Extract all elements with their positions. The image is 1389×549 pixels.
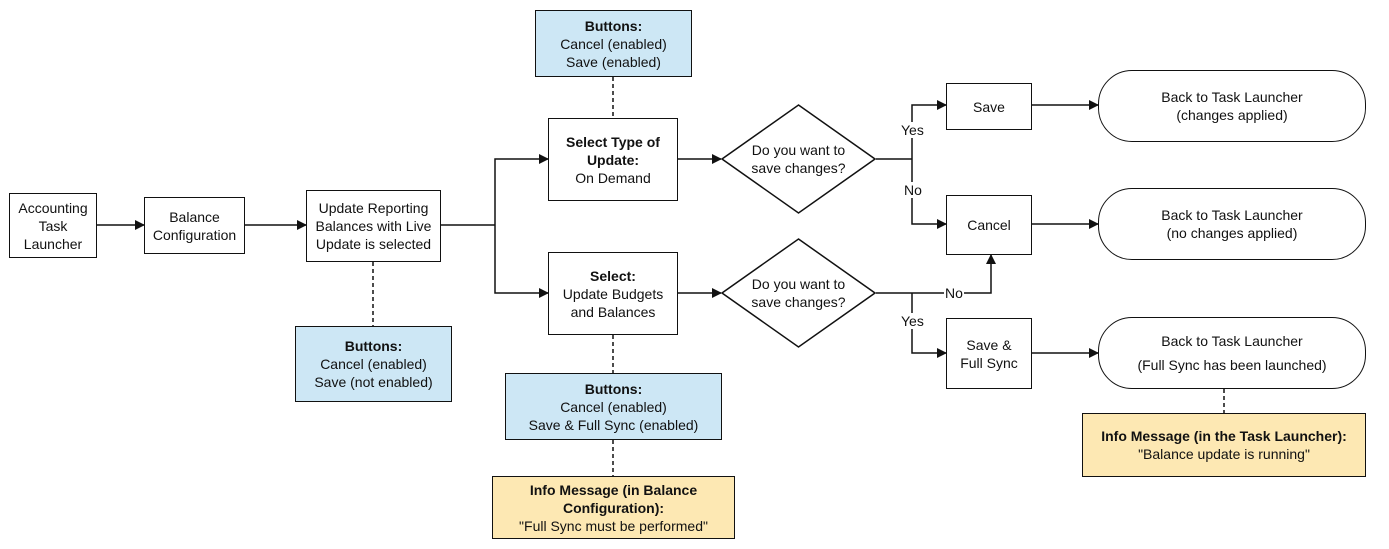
decision-line: save changes? [751,160,846,176]
note-line: Cancel (enabled) [560,398,667,415]
buttons-note-select-type: Buttons: Cancel (enabled) Save (enabled) [535,10,692,77]
node-line: Update is selected [315,236,432,252]
decision-line: Do you want to [751,276,846,292]
node-line: Save & [966,336,1012,353]
edge-bottom-no-to-cancel [912,254,996,294]
info-note-balance-configuration: Info Message (in Balance Configuration):… [492,476,735,539]
accounting-task-launcher-node: Accounting Task Launcher [9,193,97,258]
node-line: On Demand [575,169,651,186]
save-node: Save [946,83,1032,130]
node-line: Full Sync [960,354,1018,371]
note-line: Save (enabled) [566,53,661,70]
cancel-node: Cancel [946,195,1032,255]
edge-branch-to-select-budgets [494,225,549,298]
edge-branch-to-select-type [494,154,549,225]
node-line: (no changes applied) [1166,225,1298,241]
edge-label-yes-bottom: Yes [900,313,925,329]
node-line: Accounting [18,199,88,216]
node-line: Launcher [23,235,83,252]
select-budgets-node: Select: Update Budgets and Balances [548,252,678,335]
decision-diamond-shape [721,104,876,214]
node-title: Select Type of [566,133,660,150]
node-line: Balance [169,208,220,225]
edge-label-yes-top: Yes [900,122,925,138]
note-line: Save (not enabled) [314,374,433,390]
back-changes-applied-node: Back to Task Launcher (changes applied) [1098,70,1366,142]
note-title: Buttons: [344,338,403,354]
buttons-note-select-budgets: Buttons: Cancel (enabled) Save & Full Sy… [505,373,722,440]
note-line: "Full Sync must be performed" [519,517,708,534]
node-line: Back to Task Launcher [1161,207,1303,223]
note-line: Cancel (enabled) [560,35,667,52]
node-line: (Full Sync has been launched) [1137,357,1327,373]
note-title: Buttons: [584,380,643,397]
node-line: Back to Task Launcher [1161,333,1303,349]
node-line: and Balances [570,303,656,320]
node-title: Select: [590,267,636,284]
edge-label-no-bottom: No [944,285,964,301]
node-line: Update Reporting [318,200,429,216]
back-no-changes-node: Back to Task Launcher (no changes applie… [1098,188,1366,260]
decision-line: save changes? [751,294,846,310]
buttons-note-update-reporting: Buttons: Cancel (enabled) Save (not enab… [295,326,452,402]
note-title: Info Message (in Balance [529,481,698,498]
edge-yes-to-save [911,100,947,159]
decision-line: Do you want to [751,142,846,158]
decision-top: Do you want to save changes? [721,104,876,214]
back-full-sync-node: Back to Task Launcher (Full Sync has bee… [1098,317,1366,389]
note-title: Info Message (in the Task Launcher): [1101,428,1347,444]
save-full-sync-node: Save & Full Sync [946,318,1032,389]
node-line: Configuration [152,226,237,243]
node-line: (changes applied) [1176,107,1288,123]
node-title: Update: [586,151,640,168]
update-reporting-node: Update Reporting Balances with Live Upda… [306,190,441,262]
note-line: "Balance update is running" [1138,446,1310,462]
info-note-task-launcher: Info Message (in the Task Launcher): "Ba… [1082,413,1366,477]
balance-configuration-node: Balance Configuration [144,197,245,254]
decision-diamond-shape [721,238,876,348]
note-title: Buttons: [584,17,643,34]
node-line: Back to Task Launcher [1161,89,1303,105]
note-title: Configuration): [562,499,665,516]
select-type-node: Select Type of Update: On Demand [548,118,678,201]
edge-label-no-top: No [903,182,923,198]
node-line: Save [973,98,1005,115]
node-line: Cancel [967,217,1011,233]
edge-no-to-cancel [911,159,947,229]
node-line: Balances with Live [315,218,432,234]
note-line: Save & Full Sync (enabled) [528,416,699,433]
decision-bottom: Do you want to save changes? [721,238,876,348]
node-line: Update Budgets [562,285,664,302]
note-line: Cancel (enabled) [320,356,427,372]
node-line: Task [38,217,68,234]
